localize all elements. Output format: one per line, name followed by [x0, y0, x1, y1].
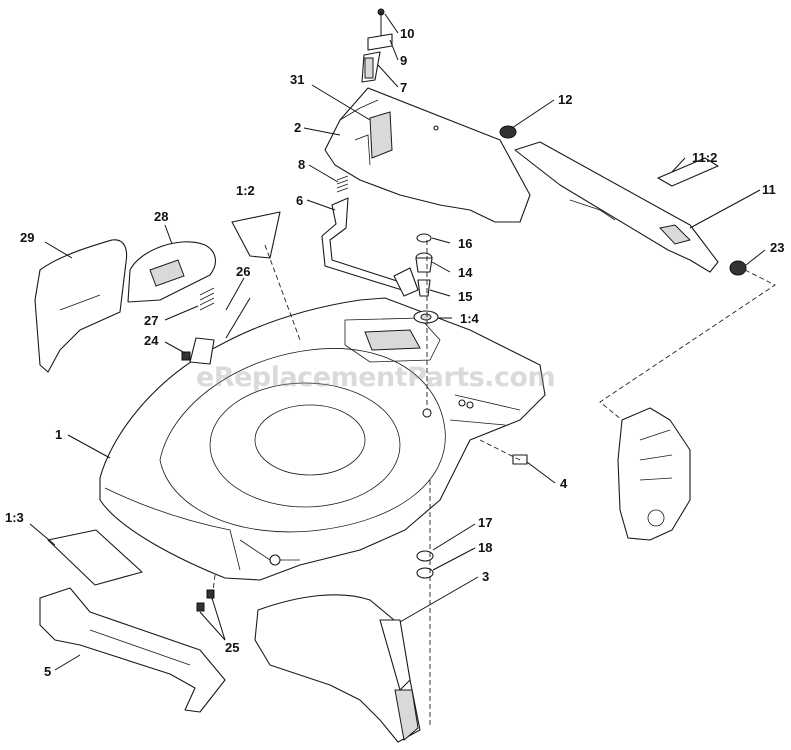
- front-bumper: [39, 587, 226, 713]
- part-28-cover: [127, 241, 216, 303]
- wheel-height-bracket: [617, 407, 691, 541]
- callout-25: 25: [225, 640, 240, 655]
- deck-housing: [99, 297, 546, 581]
- callout-1-2: 1:2: [236, 183, 255, 198]
- callout-8: 8: [298, 157, 306, 172]
- callout-9: 9: [400, 53, 408, 68]
- callout-6: 6: [296, 193, 304, 208]
- callout-2: 2: [294, 120, 302, 135]
- callout-23: 23: [770, 240, 785, 255]
- label-1-3: [47, 529, 143, 586]
- callout-5: 5: [44, 664, 52, 679]
- callout-29: 29: [20, 230, 35, 245]
- label-1-2: [231, 211, 281, 259]
- callout-3: 3: [482, 569, 490, 584]
- watermark-text: eReplacementParts.com: [196, 362, 556, 393]
- callout-4: 4: [560, 476, 568, 491]
- callout-11-2: 11:2: [692, 150, 718, 165]
- callout-10: 10: [400, 26, 415, 41]
- callout-16: 16: [458, 236, 473, 251]
- callout-31: 31: [290, 72, 305, 87]
- part-4-bolt: [479, 439, 528, 465]
- part-25-bolts: [196, 589, 215, 612]
- callout-17: 17: [478, 515, 493, 530]
- rear-door: [324, 87, 531, 223]
- spring-and-bracket: [321, 175, 419, 297]
- part-29-shield: [34, 239, 128, 373]
- callout-24: 24: [144, 333, 159, 348]
- callout-15: 15: [458, 289, 473, 304]
- callout-1-4: 1:4: [460, 311, 479, 326]
- handle-knob-assembly: [361, 8, 393, 83]
- callout-1: 1: [55, 427, 63, 442]
- callout-7: 7: [400, 80, 408, 95]
- callout-27: 27: [144, 313, 159, 328]
- callout-14: 14: [458, 265, 473, 280]
- leader-lines: [29, 13, 766, 671]
- callout-11: 11: [762, 182, 776, 197]
- callout-1-3: 1:3: [5, 510, 24, 525]
- height-adjuster-parts: [413, 233, 439, 418]
- washers: [416, 480, 434, 725]
- handle-rod: [499, 125, 747, 276]
- latch-parts: [181, 287, 251, 365]
- callout-12: 12: [558, 92, 573, 107]
- callout-28: 28: [154, 209, 169, 224]
- callout-26: 26: [236, 264, 251, 279]
- discharge-chute: [254, 594, 421, 743]
- callout-18: 18: [478, 540, 493, 555]
